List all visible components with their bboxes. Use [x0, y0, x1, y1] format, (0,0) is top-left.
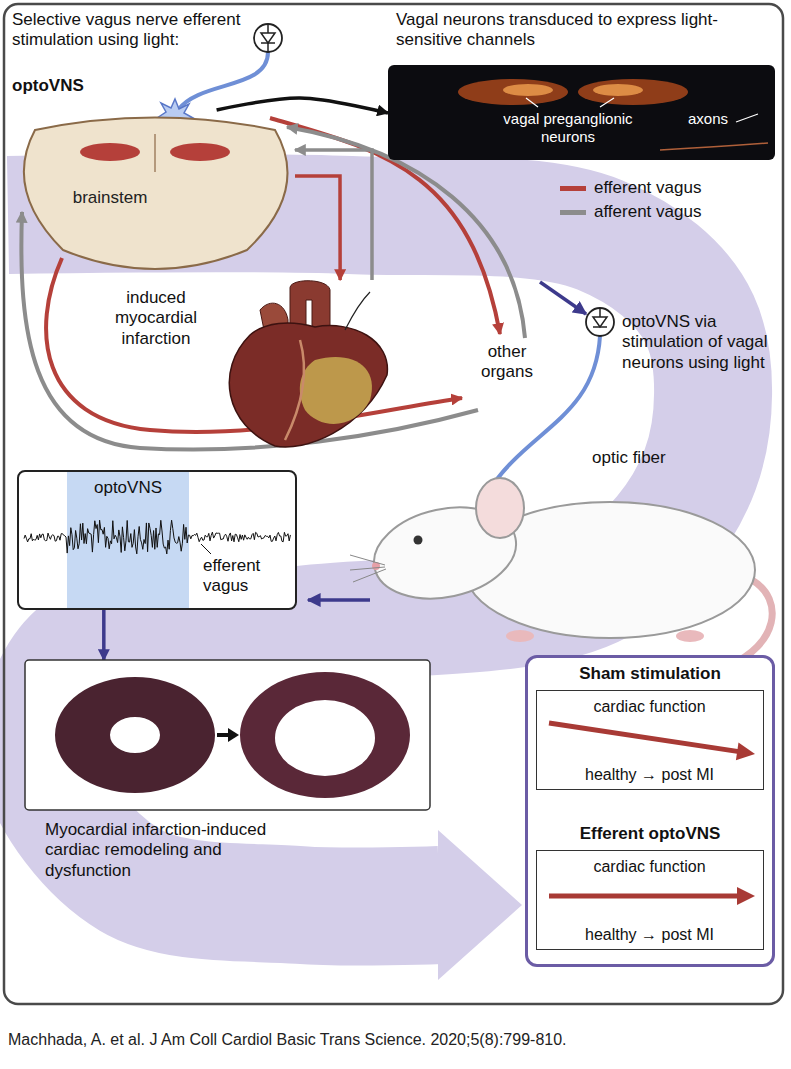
legend-text: afferent vagus — [594, 202, 754, 222]
legend-item: afferent vagus — [560, 202, 760, 224]
recording-panel: optoVNS efferent vagus — [17, 470, 297, 610]
node-text: Efferent optoVNS — [528, 824, 772, 844]
annotation-label: optoVNS via stimulation of vagal neurons… — [622, 312, 772, 373]
legend-swatch — [560, 210, 586, 215]
image-panel: Vagal neurons transduced to express ligh… — [388, 10, 775, 160]
mouse-illustration — [350, 478, 772, 666]
node-text: efferent vagus — [203, 556, 293, 597]
node-text: healthy → post MI — [537, 765, 762, 784]
flow-arrow — [308, 598, 370, 602]
legend-text: efferent vagus — [594, 178, 754, 198]
annotation-label: optoVNS — [12, 76, 132, 96]
node-heading: induced myocardial infarction — [100, 288, 212, 349]
node-heading: cardiac function — [537, 697, 762, 716]
flow-arrow — [540, 282, 586, 314]
outcome-box: Sham stimulationEfferent optoVNS cardiac … — [525, 655, 775, 967]
flow-ribbon-head — [438, 830, 522, 980]
brainstem-shape: brainstem — [15, 110, 295, 275]
outcome-chart: cardiac function healthy → post MI — [536, 850, 764, 950]
outcome-chart: cardiac function healthy → post MI — [536, 690, 764, 790]
figure-caption: Machhada, A. et al. J Am Coll Cardiol Ba… — [8, 1030, 783, 1049]
nerve-connector — [295, 176, 340, 280]
node-heading: cardiac function — [537, 857, 762, 876]
legend-swatch — [560, 186, 586, 191]
annotation-label: optic fiber — [592, 448, 692, 468]
nerve-connector — [102, 610, 106, 660]
annotation-label: other organs — [462, 342, 552, 383]
node-text: healthy → post MI — [537, 925, 762, 944]
vagal-loops — [21, 118, 525, 450]
figure-frame — [4, 4, 783, 1004]
annotation-label: Selective vagus nerve efferent stimulati… — [12, 10, 252, 51]
node-text: axons — [688, 110, 758, 128]
node-heading: Vagal neurons transduced to express ligh… — [396, 10, 768, 51]
node-heading: brainstem — [55, 188, 165, 208]
node-heading: Myocardial infarction-induced cardiac re… — [45, 820, 295, 881]
nerve-connector — [217, 98, 388, 113]
node-heading: Sham stimulation — [528, 664, 772, 684]
node-text: vagal preganglionic neurons — [483, 110, 653, 146]
heart-illustration: induced myocardial infarction — [100, 280, 395, 450]
remodeling-panel: Myocardial infarction-induced cardiac re… — [25, 660, 440, 887]
legend-item: efferent vagus — [560, 178, 760, 200]
nerve-connector — [295, 150, 372, 280]
node-heading: optoVNS — [67, 478, 189, 498]
brainstem-shape-art — [15, 110, 295, 275]
